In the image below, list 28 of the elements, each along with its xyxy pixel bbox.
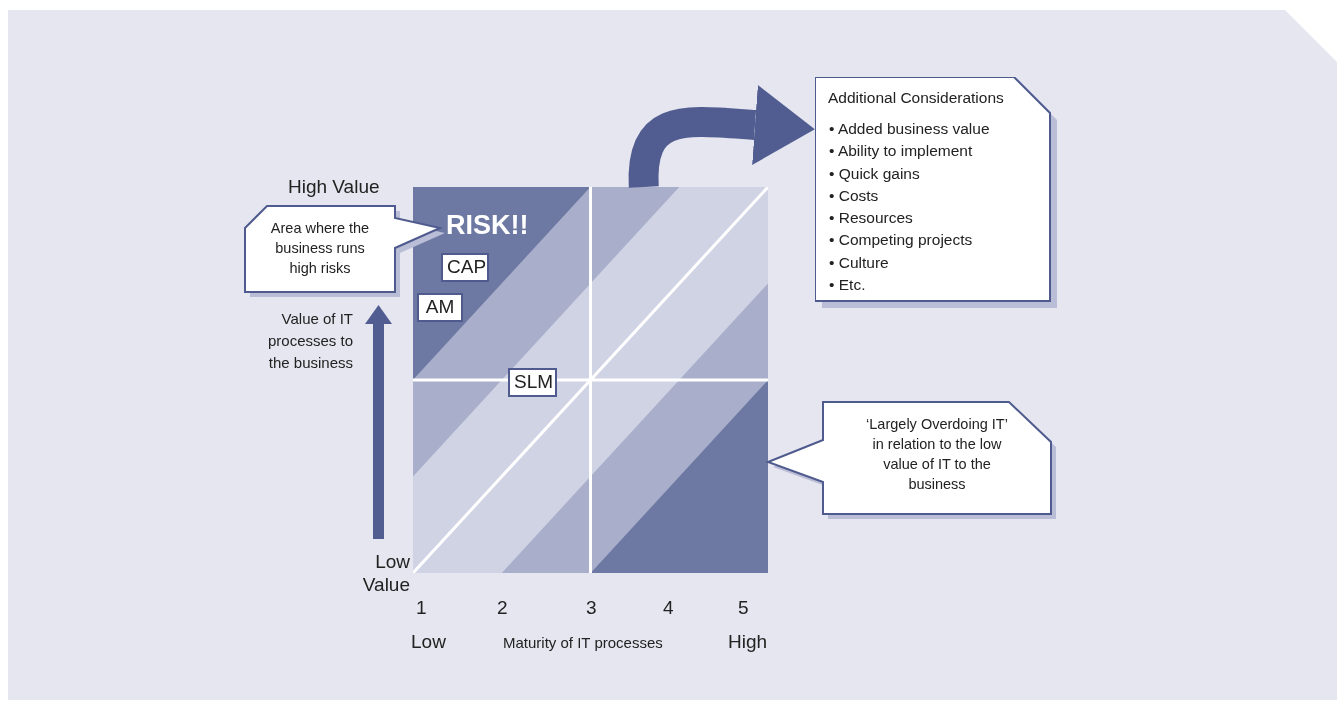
list-item: • Competing projects — [829, 230, 974, 251]
tick-label: 2 — [497, 596, 508, 619]
list-item: • Costs — [829, 185, 880, 206]
list-item: • Ability to implement — [829, 141, 974, 162]
axis-label: Low — [411, 630, 446, 653]
label-tag: CAP — [441, 253, 489, 282]
list-item: • Resources — [829, 208, 914, 229]
label-tag: AM — [417, 293, 463, 322]
tick-label: 3 — [586, 596, 597, 619]
callout-text: Area where the business runs high risks — [269, 219, 371, 278]
axis-label: High — [728, 630, 768, 653]
tick-label: 4 — [663, 596, 674, 619]
box-heading: Additional Considerations — [828, 89, 1004, 107]
label-tag: SLM — [508, 368, 557, 397]
list-item: • Quick gains — [829, 163, 921, 184]
axis-label: High Value — [288, 175, 380, 198]
axis-label: Maturity of IT processes — [503, 633, 663, 653]
list-item: • Added business value — [829, 119, 990, 139]
zone-label: RISK!! — [446, 210, 529, 240]
curved-arrow — [628, 85, 815, 187]
callout-text: ‘Largely Overdoing IT’ in relation to the low value of IT to the business — [865, 415, 1009, 494]
considerations-box — [815, 77, 1058, 309]
tick-label: 5 — [738, 596, 749, 619]
axis-label: Low Value — [361, 550, 410, 596]
axis-label: Value of IT processes to the business — [266, 309, 353, 373]
list-item: • Etc. — [829, 275, 867, 296]
list-item: • Culture — [829, 252, 890, 273]
tick-label: 1 — [416, 596, 427, 619]
